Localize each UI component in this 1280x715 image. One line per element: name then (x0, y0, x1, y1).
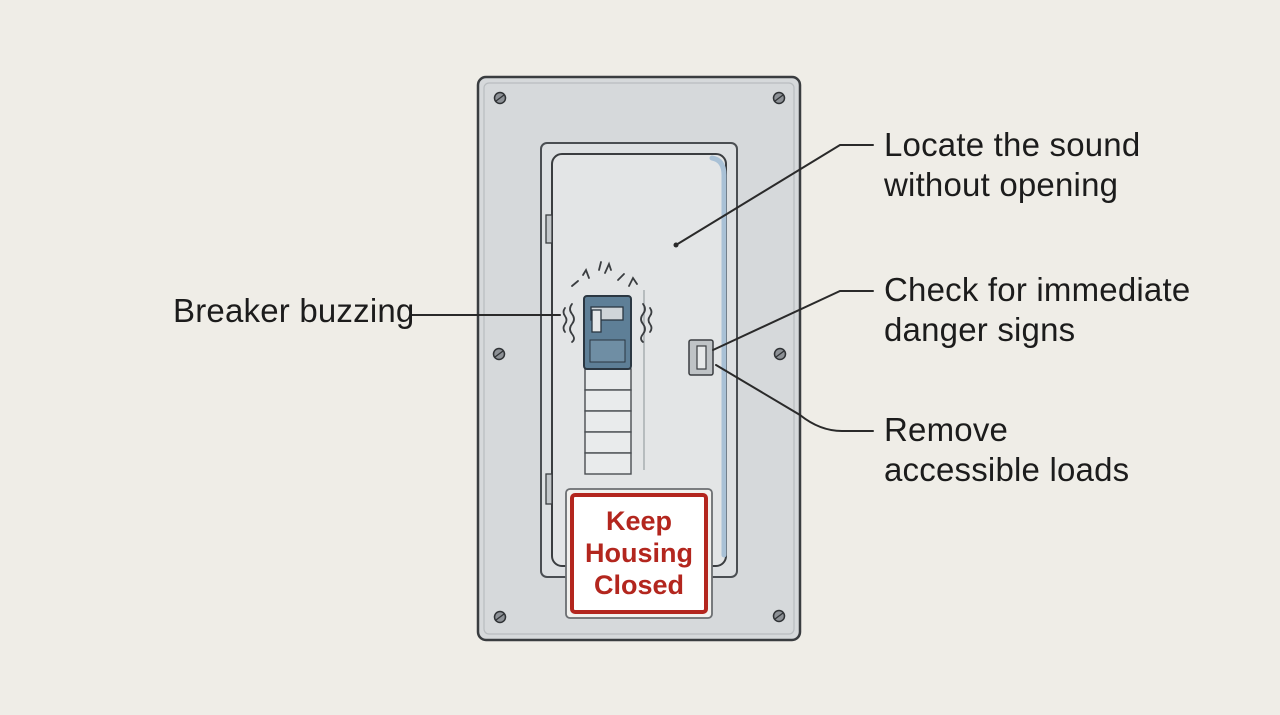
door-latch-tab (696, 345, 707, 370)
breaker-toggle (591, 309, 602, 333)
callout-locate-line-2: without opening (884, 166, 1119, 203)
callout-breaker-line-1: Breaker buzzing (173, 292, 415, 329)
callout-check-line-2: danger signs (884, 311, 1076, 348)
screw-icon (772, 609, 786, 623)
screw-icon (493, 610, 507, 624)
breaker-slot (584, 431, 632, 454)
callout-remove-loads: Remove accessible loads (884, 410, 1129, 490)
callout-breaker-buzzing: Breaker buzzing (173, 291, 414, 331)
callout-check-danger: Check for immediate danger signs (884, 270, 1190, 350)
warning-sign-line-1: Keep (606, 506, 672, 536)
panel-door-shadow (709, 155, 727, 558)
callout-remove-line-2: accessible loads (884, 451, 1130, 488)
callout-locate-sound: Locate the sound without opening (884, 125, 1140, 205)
callout-remove-line-1: Remove (884, 411, 1009, 448)
sound-wave-icon (562, 303, 575, 343)
breaker-slot (584, 410, 632, 433)
leader-line-remove (715, 364, 874, 432)
screw-icon (772, 91, 786, 105)
screw-icon (773, 347, 787, 361)
panel-housing-inner-edge (483, 82, 795, 635)
callout-check-line-1: Check for immediate (884, 271, 1191, 308)
warning-sign-border (570, 493, 708, 614)
callout-locate-line-1: Locate the sound (884, 126, 1141, 163)
screw-icon (492, 347, 506, 361)
leader-lines (410, 144, 874, 432)
door-hinge (545, 214, 553, 244)
breaker-slot (584, 452, 632, 475)
warning-sign-line-3: Closed (594, 570, 684, 600)
leader-dot-locate (673, 242, 679, 248)
leader-line-check (712, 290, 874, 351)
spark-icon (571, 261, 638, 287)
door-hinge (545, 473, 553, 505)
breaker-label-strip (589, 339, 626, 363)
screw-icon (493, 91, 507, 105)
breaker-slot (584, 368, 632, 391)
sound-wave-icon (640, 303, 653, 343)
leader-line-locate (675, 144, 874, 246)
warning-sign-line-2: Housing (585, 538, 693, 568)
breaker-slot (584, 389, 632, 412)
